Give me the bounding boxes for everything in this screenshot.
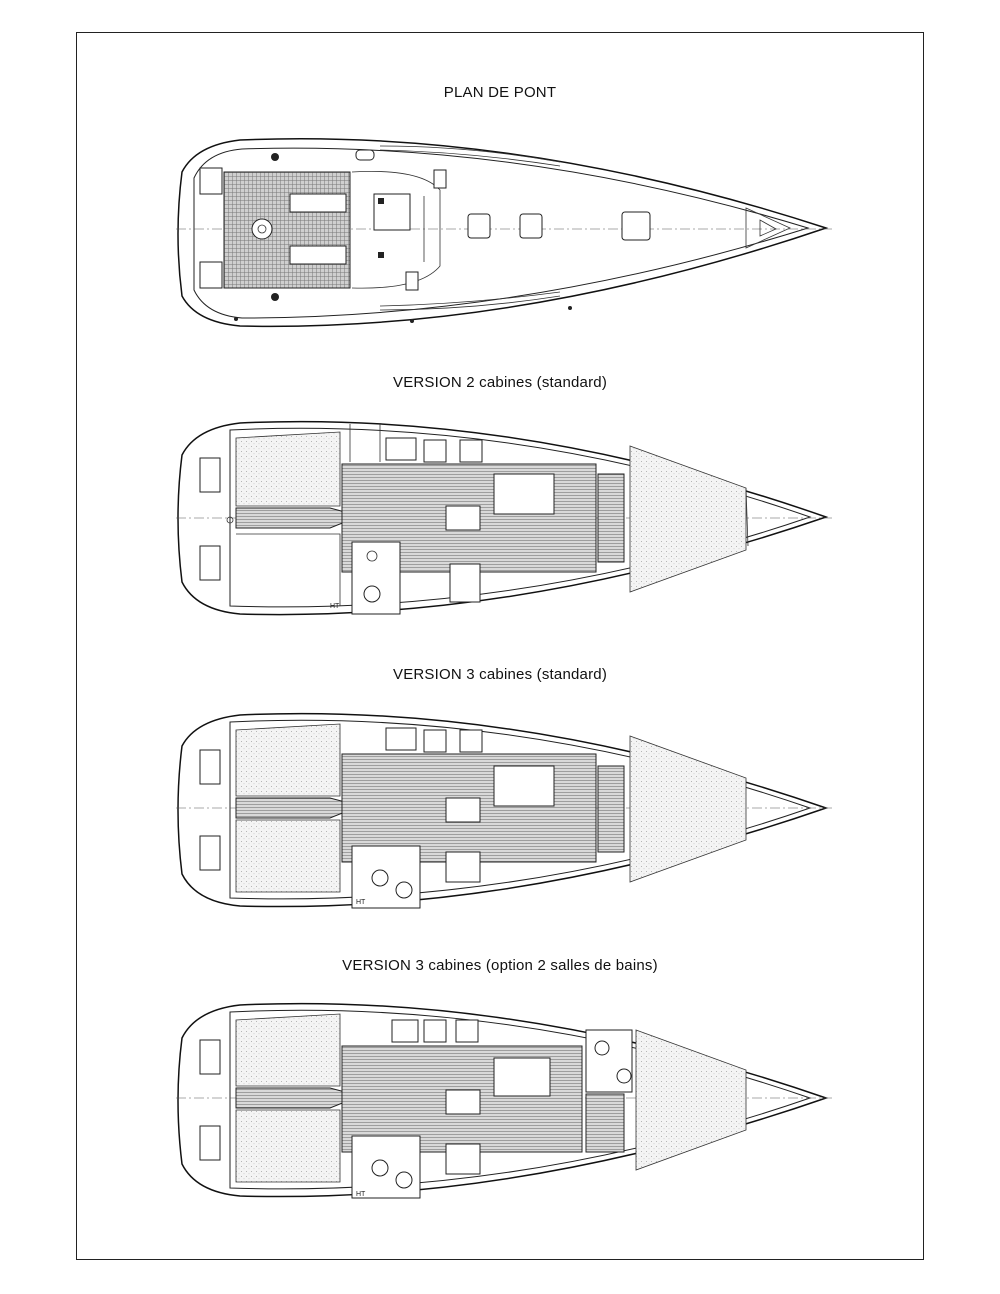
aft-port-cabin-berth (235, 1013, 341, 1087)
version-2-cabins-title: VERSION 2 cabines (standard) (392, 374, 608, 391)
page-frame (76, 32, 924, 1260)
version-3-cabins-2-bathrooms-drawing: HT (176, 1002, 832, 1199)
ht-label: HT (356, 1191, 366, 1198)
version-3-cabins-2-bathrooms-title: VERSION 3 cabines (option 2 salles de ba… (342, 957, 658, 974)
deck-plan-drawing (176, 137, 832, 328)
version-2-cabins-drawing: HT (176, 420, 832, 616)
aft-starboard-cabin-berth (235, 1109, 341, 1183)
aft-port-cabin-berth (235, 723, 341, 797)
forward-cabin-berth (635, 1029, 747, 1171)
ht-label: HT (330, 603, 340, 610)
deck-hull-outline (177, 137, 829, 328)
deck-hatches (405, 169, 651, 291)
version-3-cabins-title: VERSION 3 cabines (standard) (392, 666, 608, 683)
ht-label: HT (356, 899, 366, 906)
cockpit-grating (223, 171, 351, 289)
version-3-cabins-drawing: HT (176, 712, 832, 909)
forward-cabin-berth (629, 445, 747, 593)
deck-plan-title: PLAN DE PONT (443, 84, 557, 101)
forward-cabin-berth (629, 735, 747, 883)
aft-cabin-berth (235, 431, 341, 507)
aft-starboard-cabin-berth (235, 819, 341, 893)
